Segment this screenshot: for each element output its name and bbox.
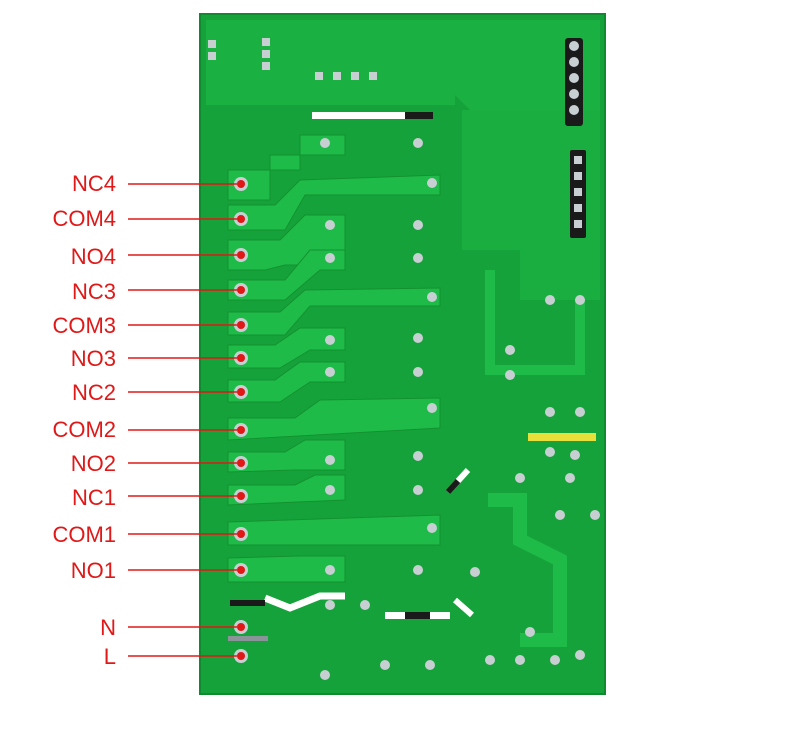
label-no1: NO1	[70, 558, 116, 583]
power-section	[320, 270, 600, 680]
label-nc2: NC2	[71, 380, 116, 405]
relay-traces	[227, 134, 441, 583]
header-pins-top	[565, 38, 583, 126]
label-no3: NO3	[70, 346, 116, 371]
terminal-pad-centers	[237, 180, 245, 660]
silk-markers	[228, 467, 474, 641]
header-pins-side	[570, 150, 586, 238]
label-nc3: NC3	[71, 279, 116, 304]
label-com1: COM1	[52, 522, 116, 547]
silk-bar-top-black	[405, 112, 433, 119]
label-com4: COM4	[52, 206, 116, 231]
label-n: N	[100, 615, 116, 640]
label-nc4: NC4	[71, 171, 116, 196]
label-no2: NO2	[70, 451, 116, 476]
top-left-pads	[208, 38, 377, 80]
relay-pin-pads	[320, 138, 437, 575]
label-no4: NO4	[70, 244, 116, 269]
label-com2: COM2	[52, 417, 116, 442]
module-copper-region	[462, 110, 600, 300]
top-copper-region	[206, 20, 600, 110]
label-com3: COM3	[52, 313, 116, 338]
label-l: L	[103, 644, 116, 669]
silk-bar-top	[312, 112, 427, 119]
leader-lines	[128, 183, 237, 657]
label-nc1: NC1	[71, 485, 116, 510]
